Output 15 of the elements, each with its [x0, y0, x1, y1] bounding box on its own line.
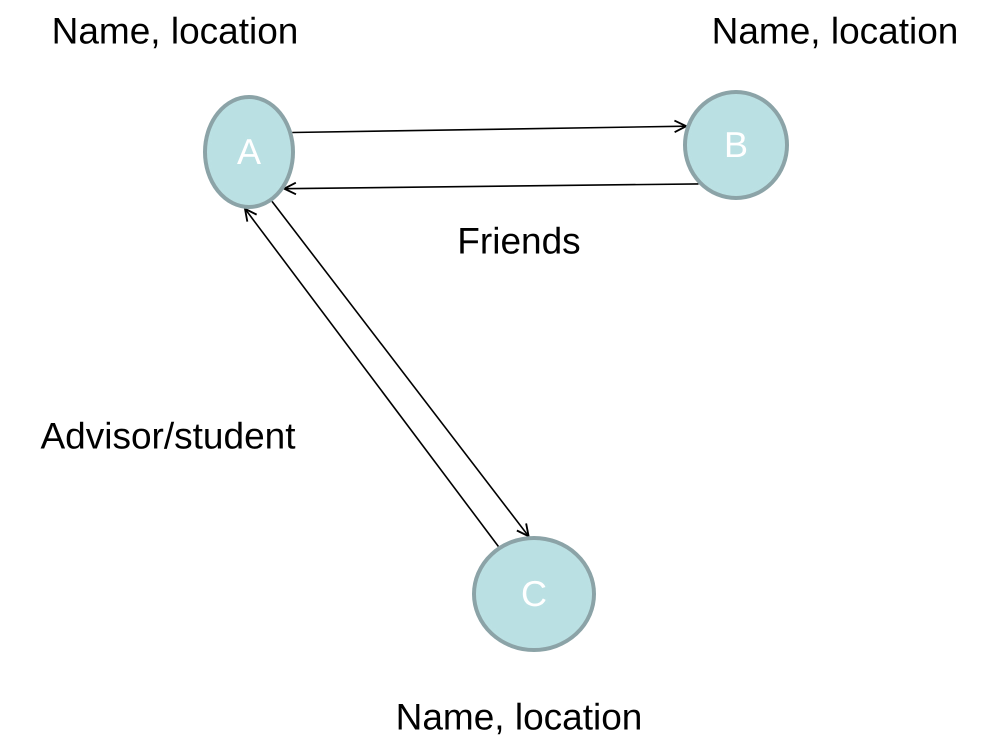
node-letter: B: [724, 127, 748, 163]
node-letter: C: [521, 576, 547, 612]
circle-node: [472, 536, 596, 652]
node-caption: Name, location: [712, 12, 958, 52]
circle-node: [683, 90, 789, 200]
arrow: [292, 120, 688, 134]
relation-label: Friends: [457, 222, 581, 262]
arrow: [283, 182, 699, 196]
arrow: [244, 208, 500, 547]
node-letter: A: [236, 134, 261, 170]
circle-node: [203, 95, 295, 209]
arrow: [271, 200, 530, 538]
relation-label: Advisor/student: [40, 416, 296, 458]
node-caption: Name, location: [52, 12, 298, 52]
node-caption: Name, location: [396, 698, 642, 738]
